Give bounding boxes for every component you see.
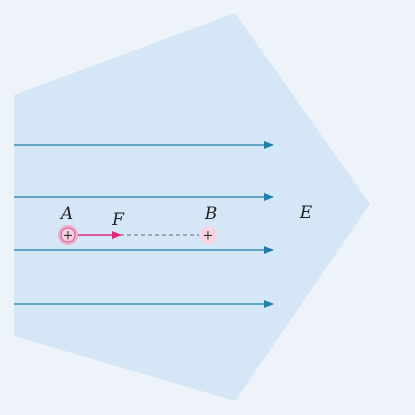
charge-a-label: A xyxy=(59,204,73,224)
charge-b: + xyxy=(199,226,217,244)
charge-a-sign: + xyxy=(63,229,74,244)
charge-a: + xyxy=(58,225,78,245)
field-label: E xyxy=(299,203,313,223)
force-label: F xyxy=(111,210,125,230)
charge-b-label: B xyxy=(204,204,218,224)
charge-b-sign: + xyxy=(203,229,214,244)
